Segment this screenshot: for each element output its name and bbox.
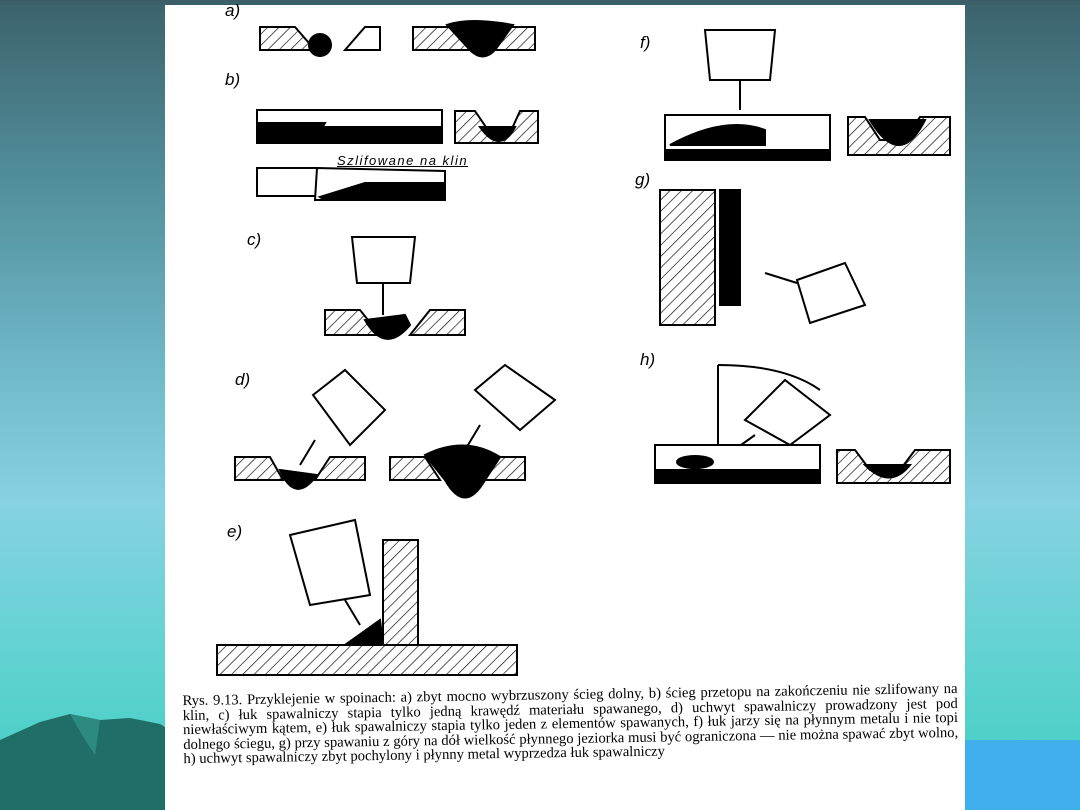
decorative-blue-block xyxy=(965,740,1080,810)
diagram-h xyxy=(654,364,951,484)
label-e: e) xyxy=(227,522,243,541)
note-ground-wedge: Szlifowane na klin xyxy=(337,153,469,168)
label-d: d) xyxy=(235,370,251,389)
welding-diagrams xyxy=(216,20,951,676)
label-h: h) xyxy=(640,350,656,369)
label-g: g) xyxy=(635,170,651,189)
diagram-g xyxy=(659,189,867,326)
diagram-e xyxy=(216,518,518,676)
diagram-c xyxy=(324,236,466,340)
figure-caption: Rys. 9.13. Przyklejenie w spoinach: a) z… xyxy=(182,680,959,768)
diagram-f xyxy=(664,29,951,161)
diagram-d xyxy=(234,363,557,499)
label-a: a) xyxy=(225,1,241,20)
label-b: b) xyxy=(225,70,241,89)
label-f: f) xyxy=(640,33,651,52)
mountain-decoration xyxy=(0,714,170,810)
diagram-a xyxy=(259,20,536,58)
diagram-b xyxy=(256,109,539,201)
figure-scan: a) b) Szlifowane na klin c) d) e) f) g) … xyxy=(165,1,965,810)
slide-top-band xyxy=(0,0,1080,5)
label-c: c) xyxy=(247,230,262,249)
